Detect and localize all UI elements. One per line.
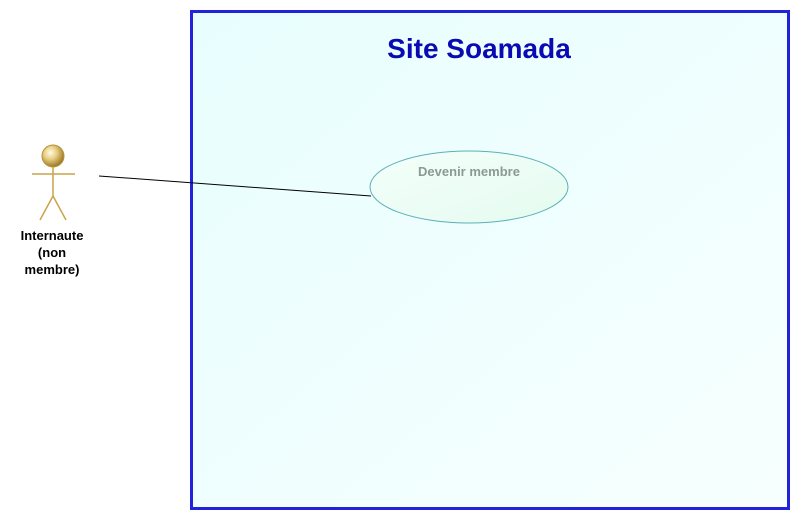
actor-right-leg <box>52 195 67 221</box>
system-title: Site Soamada <box>387 33 571 64</box>
actor-head <box>41 144 65 168</box>
system-boundary[interactable] <box>190 10 790 510</box>
use-case-devenir-membre[interactable]: Devenir membre <box>369 150 569 224</box>
use-case-ellipse[interactable] <box>369 150 569 224</box>
use-case-label: Devenir membre <box>418 164 520 179</box>
actor-label: Internaute (non membre) <box>6 227 98 278</box>
actor-label-line: Internaute <box>20 228 84 243</box>
stick-figure-actor-icon[interactable] <box>32 144 75 221</box>
actor-label-line: (non <box>37 245 67 260</box>
association-line[interactable] <box>98 175 372 197</box>
actor-label-line: membre) <box>24 262 80 277</box>
actor-left-leg <box>39 195 54 221</box>
